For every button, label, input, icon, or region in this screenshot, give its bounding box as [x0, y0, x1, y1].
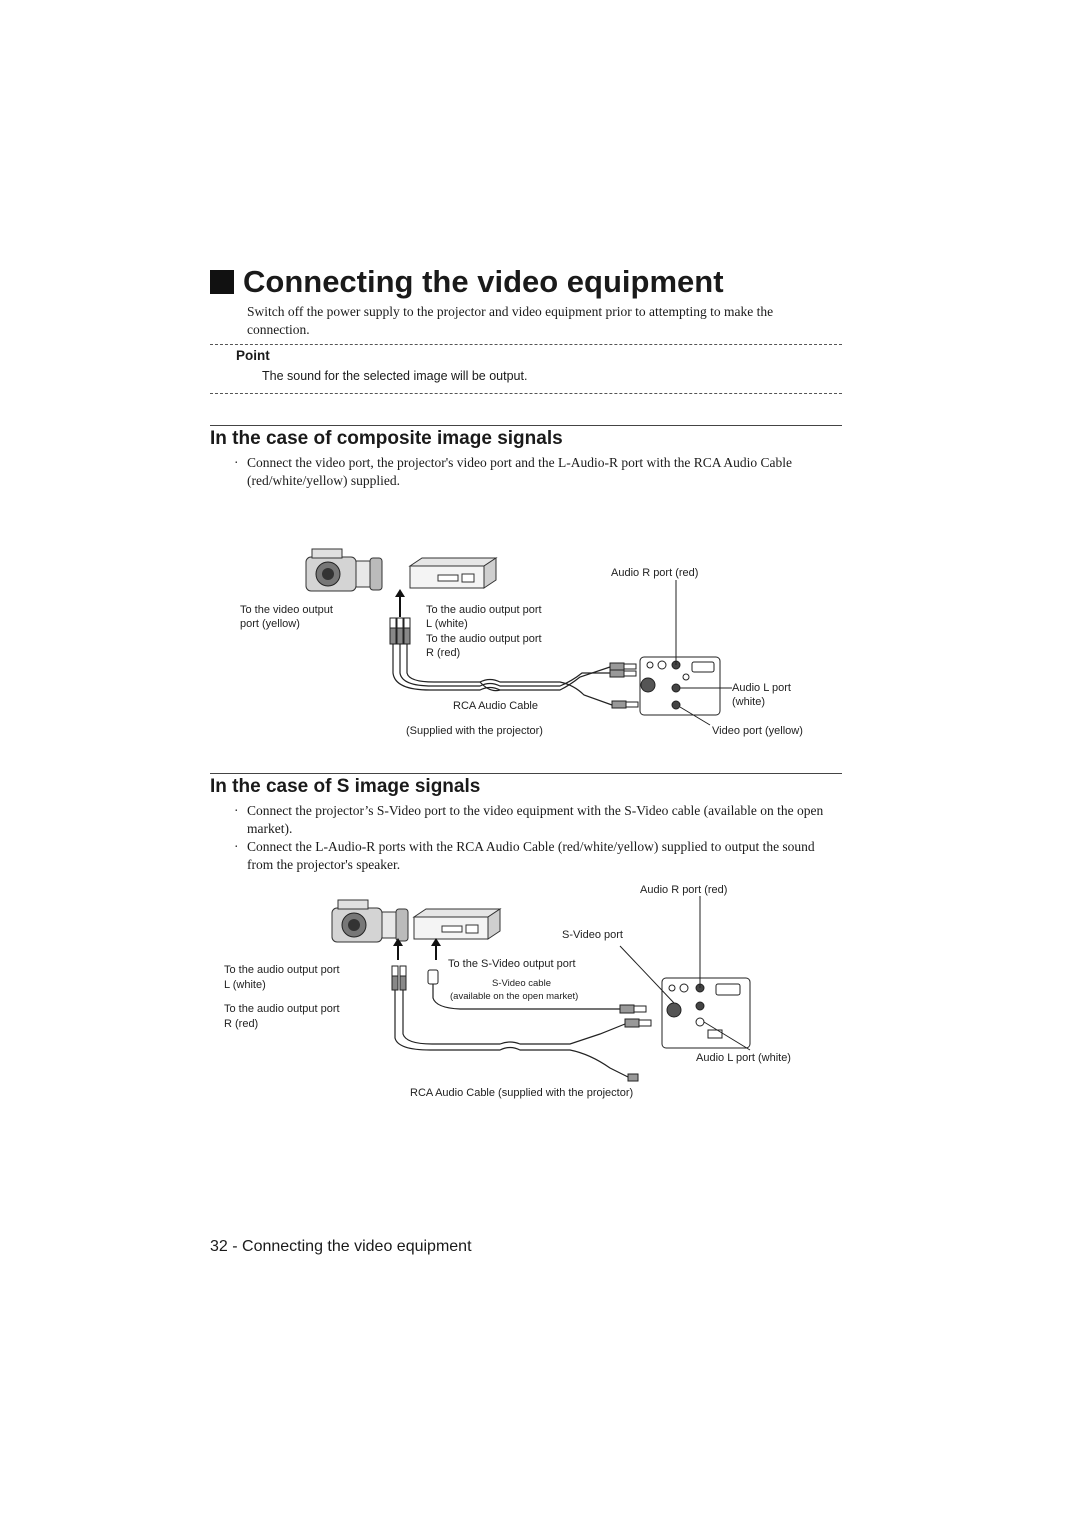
- rca-plugs: [389, 617, 411, 645]
- intro-text: Switch off the power supply to the proje…: [247, 304, 774, 337]
- label-audio-r-2: R (red): [426, 647, 460, 659]
- camcorder-icon: [305, 548, 383, 592]
- section-rule: [210, 773, 842, 774]
- cable-end-plugs: [619, 1004, 652, 1082]
- svideo-connection-diagram: Audio R port (red) S-Video port To the S…: [224, 884, 791, 1099]
- label-audio-l-1: To the audio output port: [426, 604, 542, 616]
- label-audio-l-port: Audio L port (white): [696, 1052, 791, 1064]
- vcr-icon: [412, 908, 502, 940]
- svideo-bullet-text: Connect the projector’s S-Video port to …: [247, 803, 824, 836]
- label-rca-cable: RCA Audio Cable (supplied with the proje…: [410, 1087, 633, 1099]
- point-divider-bottom: [210, 393, 842, 394]
- point-text: The sound for the selected image will be…: [262, 369, 528, 383]
- label-svideo-cable-2: (available on the open market): [450, 991, 578, 1002]
- camcorder-icon: [331, 899, 409, 943]
- label-video-output-2: port (yellow): [240, 618, 300, 630]
- svideo-bullet: ·Connect the L-Audio-R ports with the RC…: [234, 838, 834, 874]
- page-title-text: Connecting the video equipment: [243, 264, 724, 299]
- label-video-output-1: To the video output: [240, 604, 333, 616]
- projector-port-panel: [639, 656, 721, 716]
- svideo-heading: In the case of S image signals: [210, 776, 481, 797]
- leader-lines: [675, 580, 732, 726]
- leader-lines: [619, 896, 751, 1051]
- label-rca-cable: RCA Audio Cable: [453, 700, 538, 712]
- svideo-bullet-text: Connect the L-Audio-R ports with the RCA…: [247, 839, 815, 872]
- point-divider-top: [210, 344, 842, 345]
- label-audio-r-port: Audio R port (red): [640, 884, 727, 896]
- rca-audio-cable: [392, 644, 613, 706]
- composite-bullet-text: Connect the video port, the projector's …: [247, 455, 792, 488]
- label-audio-l-port-2: (white): [732, 696, 765, 708]
- label-audio-l-port-1: Audio L port: [732, 682, 791, 694]
- svideo-bullet: ·Connect the projector’s S-Video port to…: [234, 802, 844, 838]
- title-square-icon: [210, 270, 234, 294]
- composite-bullet: ·Connect the video port, the projector's…: [234, 454, 824, 490]
- label-svideo-port: S-Video port: [562, 929, 623, 941]
- vcr-icon: [408, 557, 498, 589]
- projector-port-panel: [661, 977, 751, 1049]
- label-supplied: (Supplied with the projector): [406, 725, 543, 737]
- label-audio-l-2: L (white): [426, 618, 468, 630]
- signal-arrows: [393, 938, 441, 960]
- signal-arrow: [395, 589, 405, 617]
- label-svideo-cable-1: S-Video cable: [492, 978, 551, 989]
- cables: [394, 984, 631, 1079]
- page-title: Connecting the video equipment: [210, 264, 724, 300]
- plugs: [391, 965, 439, 991]
- label-audio-r-port: Audio R port (red): [611, 567, 698, 579]
- label-audio-r-1: To the audio output port: [426, 633, 542, 645]
- label-audio-l-2: L (white): [224, 979, 266, 991]
- composite-connection-diagram: To the video output port (yellow) To the…: [240, 548, 803, 737]
- label-audio-r-2: R (red): [224, 1018, 258, 1030]
- label-audio-l-1: To the audio output port: [224, 964, 340, 976]
- cable-end-plugs: [609, 662, 639, 709]
- label-audio-r-1: To the audio output port: [224, 1003, 340, 1015]
- page-footer: 32 - Connecting the video equipment: [210, 1238, 472, 1255]
- composite-heading: In the case of composite image signals: [210, 428, 563, 449]
- point-label: Point: [236, 348, 270, 363]
- label-svideo-output: To the S-Video output port: [448, 958, 576, 970]
- label-video-port: Video port (yellow): [712, 725, 803, 737]
- section-rule: [210, 425, 842, 426]
